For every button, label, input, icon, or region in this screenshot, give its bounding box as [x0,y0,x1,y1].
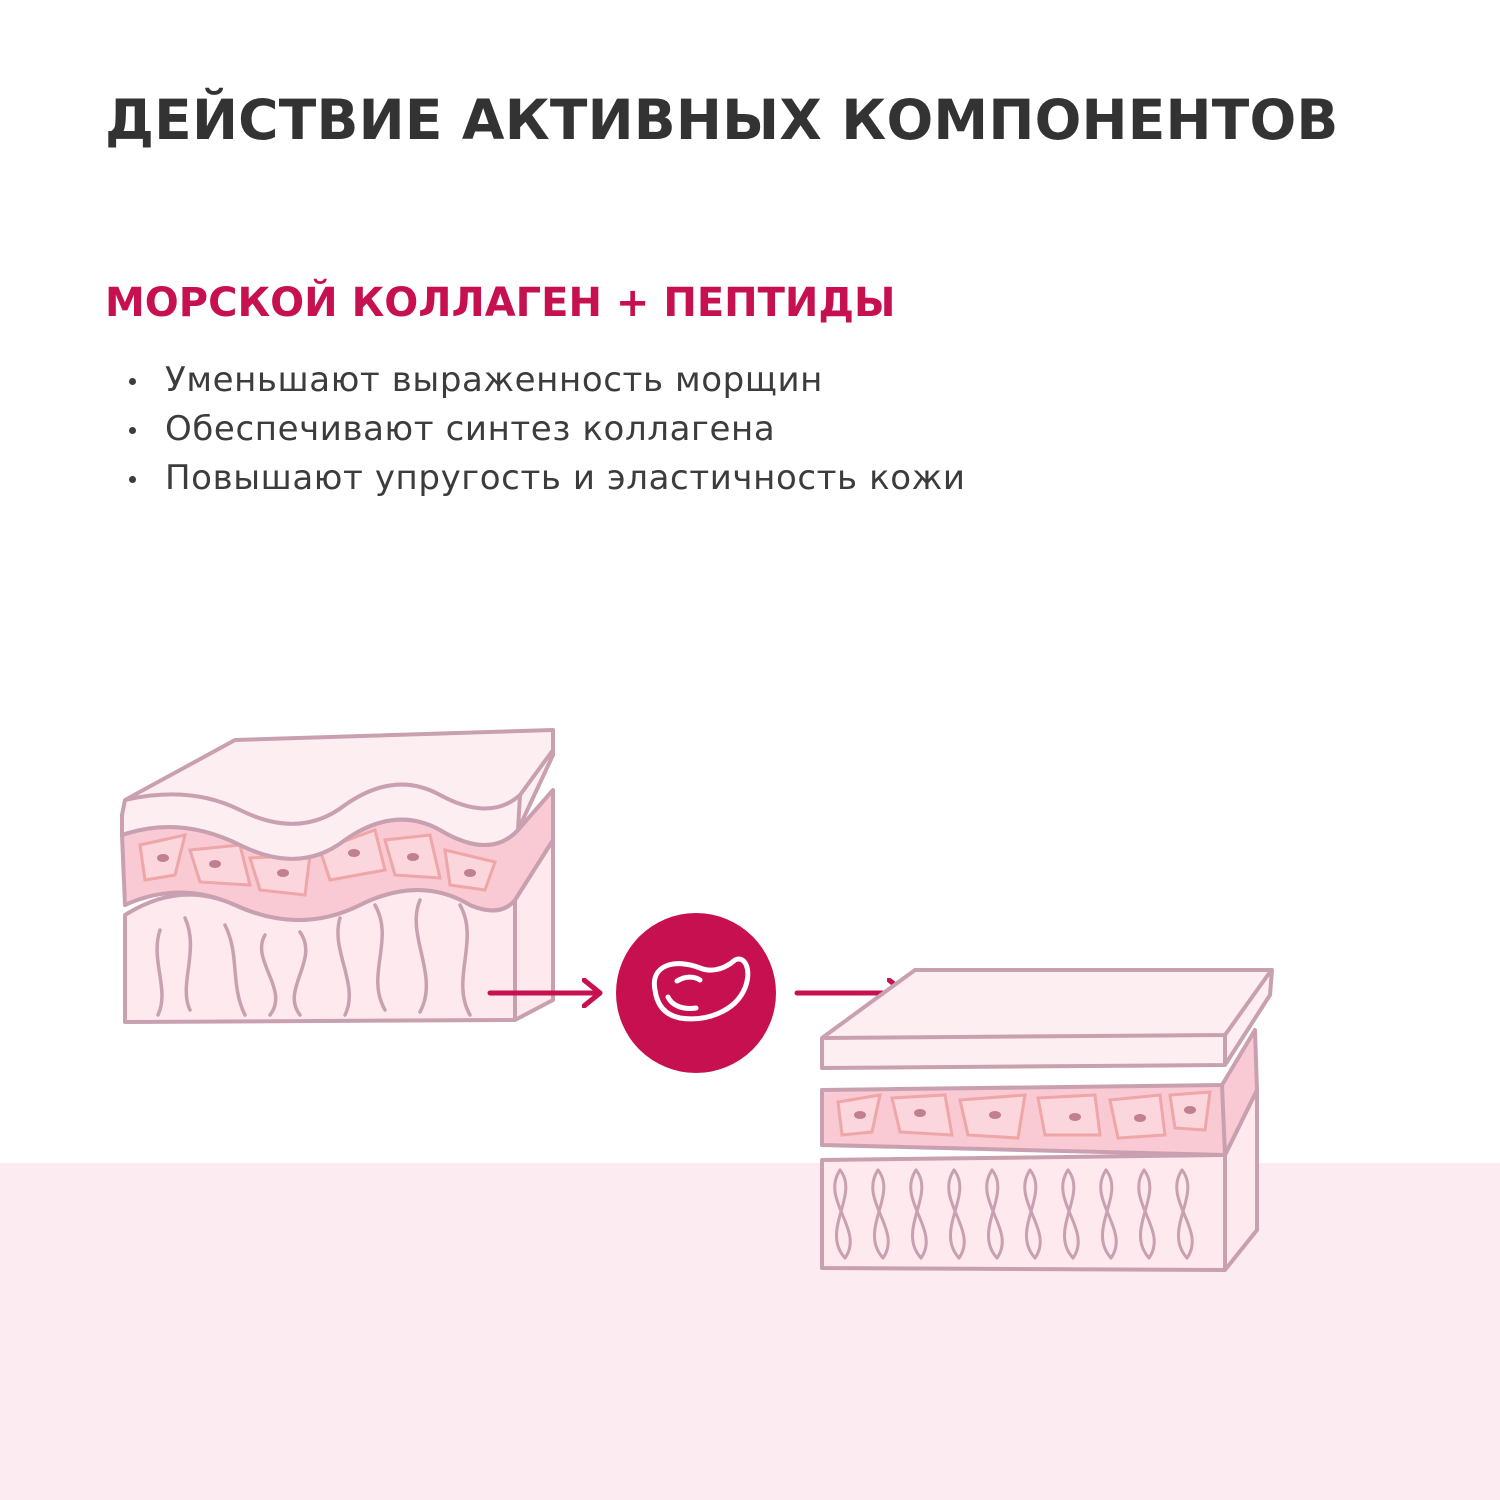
wrinkled-skin-illustration [120,728,555,1024]
benefit-item-elasticity: Повышают упругость и эластичность кожи [125,454,966,503]
collagen-drop-icon [651,956,751,1022]
benefit-item-wrinkles: Уменьшают выраженность морщин [125,356,966,405]
benefit-list: Уменьшают выраженность морщин Обеспечива… [125,356,966,503]
epidermis-layer-smooth [820,968,1274,1070]
epidermis-layer-wrinkled [120,728,555,861]
page-title: ДЕЙСТВИЕ АКТИВНЫХ КОМПОНЕНТОВ [105,88,1339,152]
collagen-agent-badge [616,913,776,1073]
cell-layer-wrinkled [120,788,555,922]
cell-layer-smooth [820,1028,1259,1157]
smooth-skin-illustration [820,968,1274,1272]
section-heading: МОРСКОЙ КОЛЛАГЕН + ПЕПТИДЫ [105,280,896,326]
dermis-layer-smooth [820,1088,1259,1272]
benefit-item-collagen-synthesis: Обеспечивают синтез коллагена [125,405,966,454]
